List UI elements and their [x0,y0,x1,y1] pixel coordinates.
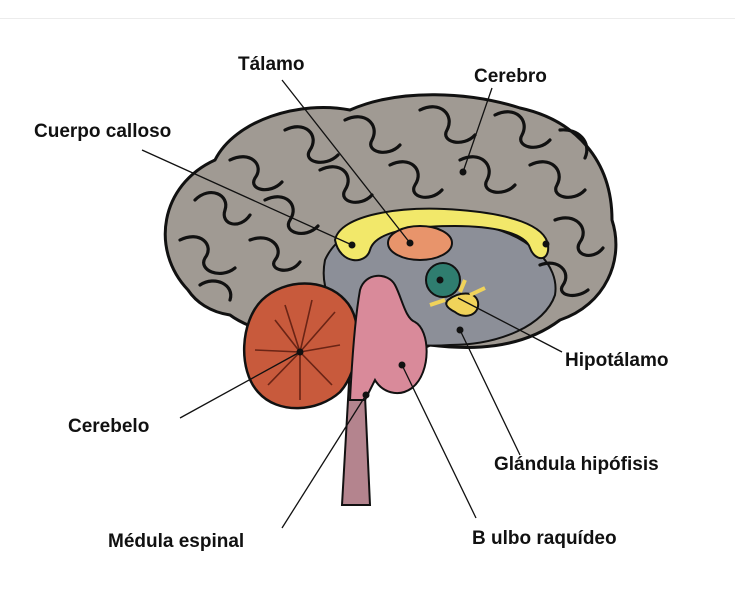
gyri [178,105,605,302]
label-bulbo-raquideo: B ulbo raquídeo [472,528,617,549]
thalamus [387,225,453,261]
pituitary-gland [445,292,480,317]
top-divider [0,18,735,19]
brainstem [348,274,428,401]
label-hipotalamo: Hipotálamo [565,350,668,371]
leader-lines [141,79,563,529]
cerebellum-folia [254,299,341,400]
pointer-dots [296,168,550,399]
label-medula-espinal: Médula espinal [108,531,244,552]
corpus-callosum [333,207,550,262]
label-talamo: Tálamo [238,54,305,75]
label-cerebro: Cerebro [474,66,547,87]
pituitary-branches [429,279,486,307]
label-cuerpo-calloso: Cuerpo calloso [34,121,171,142]
label-glandula-hipofisis: Glándula hipófisis [494,454,659,475]
label-cerebelo: Cerebelo [68,416,149,437]
